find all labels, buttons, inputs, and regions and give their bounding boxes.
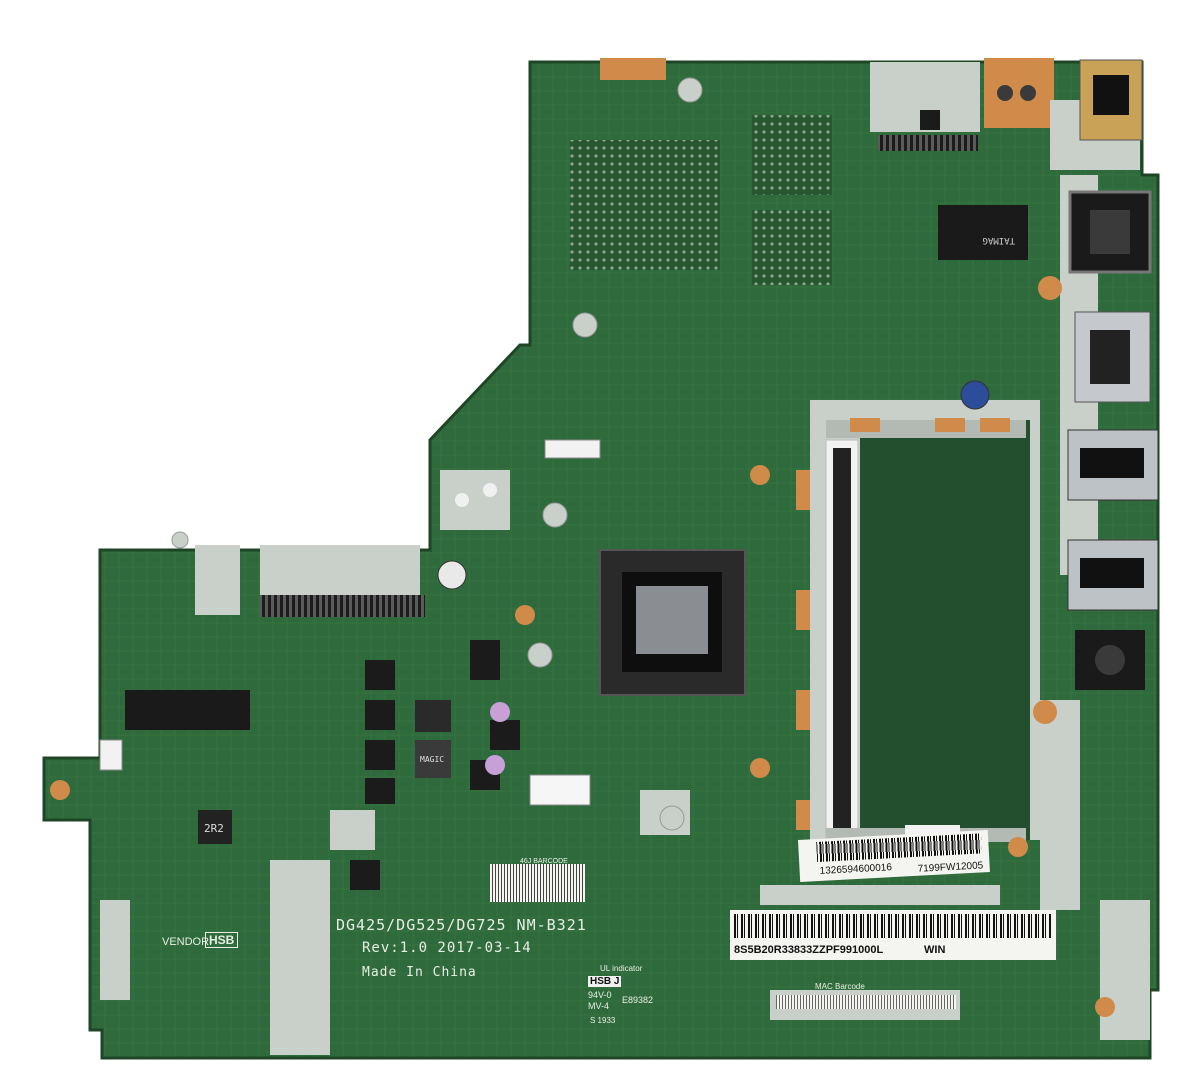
battery-connector xyxy=(529,774,591,806)
date-code: S 1933 xyxy=(590,1016,616,1025)
sodimm-slot-channel xyxy=(833,448,851,833)
m2-slot xyxy=(125,690,250,730)
ul-code: E89382 xyxy=(622,995,654,1005)
inductor-magic xyxy=(415,740,451,778)
ul-rating: 94V-0 xyxy=(588,990,612,1000)
serial-small-text: 1326594600016 xyxy=(819,862,893,877)
dimm-region xyxy=(860,420,1030,840)
edp-connector xyxy=(878,135,978,151)
board-model-text: DG425/DG525/DG725 NM-B321 xyxy=(336,916,587,934)
cpu-die xyxy=(636,586,708,654)
capacitor-4 xyxy=(485,755,505,775)
capacitor-2 xyxy=(960,380,990,410)
ul-mv: MV-4 xyxy=(588,1001,610,1011)
capacitor-1 xyxy=(437,560,467,590)
main-barcode-text: 8S5B20R33833ZZPF991000L xyxy=(734,944,884,956)
ul-indicator-label: UL indicator xyxy=(600,964,643,973)
serial-code-text: 7199FW12005 xyxy=(917,860,984,875)
main-barcode xyxy=(734,914,1052,938)
small-barcode-sticker xyxy=(490,864,585,902)
svg-text:MAGIC: MAGIC xyxy=(420,755,444,764)
vendor-value: HSB xyxy=(205,932,239,948)
mac-barcode-label: MAC Barcode xyxy=(815,982,865,991)
ram-footprint-2 xyxy=(752,210,832,285)
fan-holes-area xyxy=(440,470,510,530)
inductor-top xyxy=(415,700,451,732)
made-in-text: Made In China xyxy=(362,965,477,980)
capacitor-3 xyxy=(490,702,510,722)
svg-text:2R2: 2R2 xyxy=(204,822,224,835)
bga-footprint xyxy=(570,140,720,270)
ribbon-connector xyxy=(260,595,425,617)
main-barcode-sticker: 8S5B20R33833ZZPF991000L WIN xyxy=(730,910,1056,960)
serial-barcode xyxy=(816,833,982,863)
copper-pad-top xyxy=(600,58,666,80)
copper-pad-corner xyxy=(984,58,1054,128)
ul-vendor: HSB J xyxy=(588,976,622,987)
lan-transformer xyxy=(938,205,1028,260)
lan-chip-label: TAIMAG xyxy=(982,235,1015,245)
win-label: WIN xyxy=(924,944,946,956)
barcode-46j-label: 46J BARCODE xyxy=(520,858,568,865)
vendor-label: VENDOR: xyxy=(162,936,213,948)
ram-footprint-1 xyxy=(752,115,832,195)
fan-connector xyxy=(544,439,601,459)
inductor-2r2 xyxy=(198,810,232,844)
mac-barcode-sticker xyxy=(776,995,956,1009)
board-rev-text: Rev:1.0 2017-03-14 xyxy=(362,940,532,956)
